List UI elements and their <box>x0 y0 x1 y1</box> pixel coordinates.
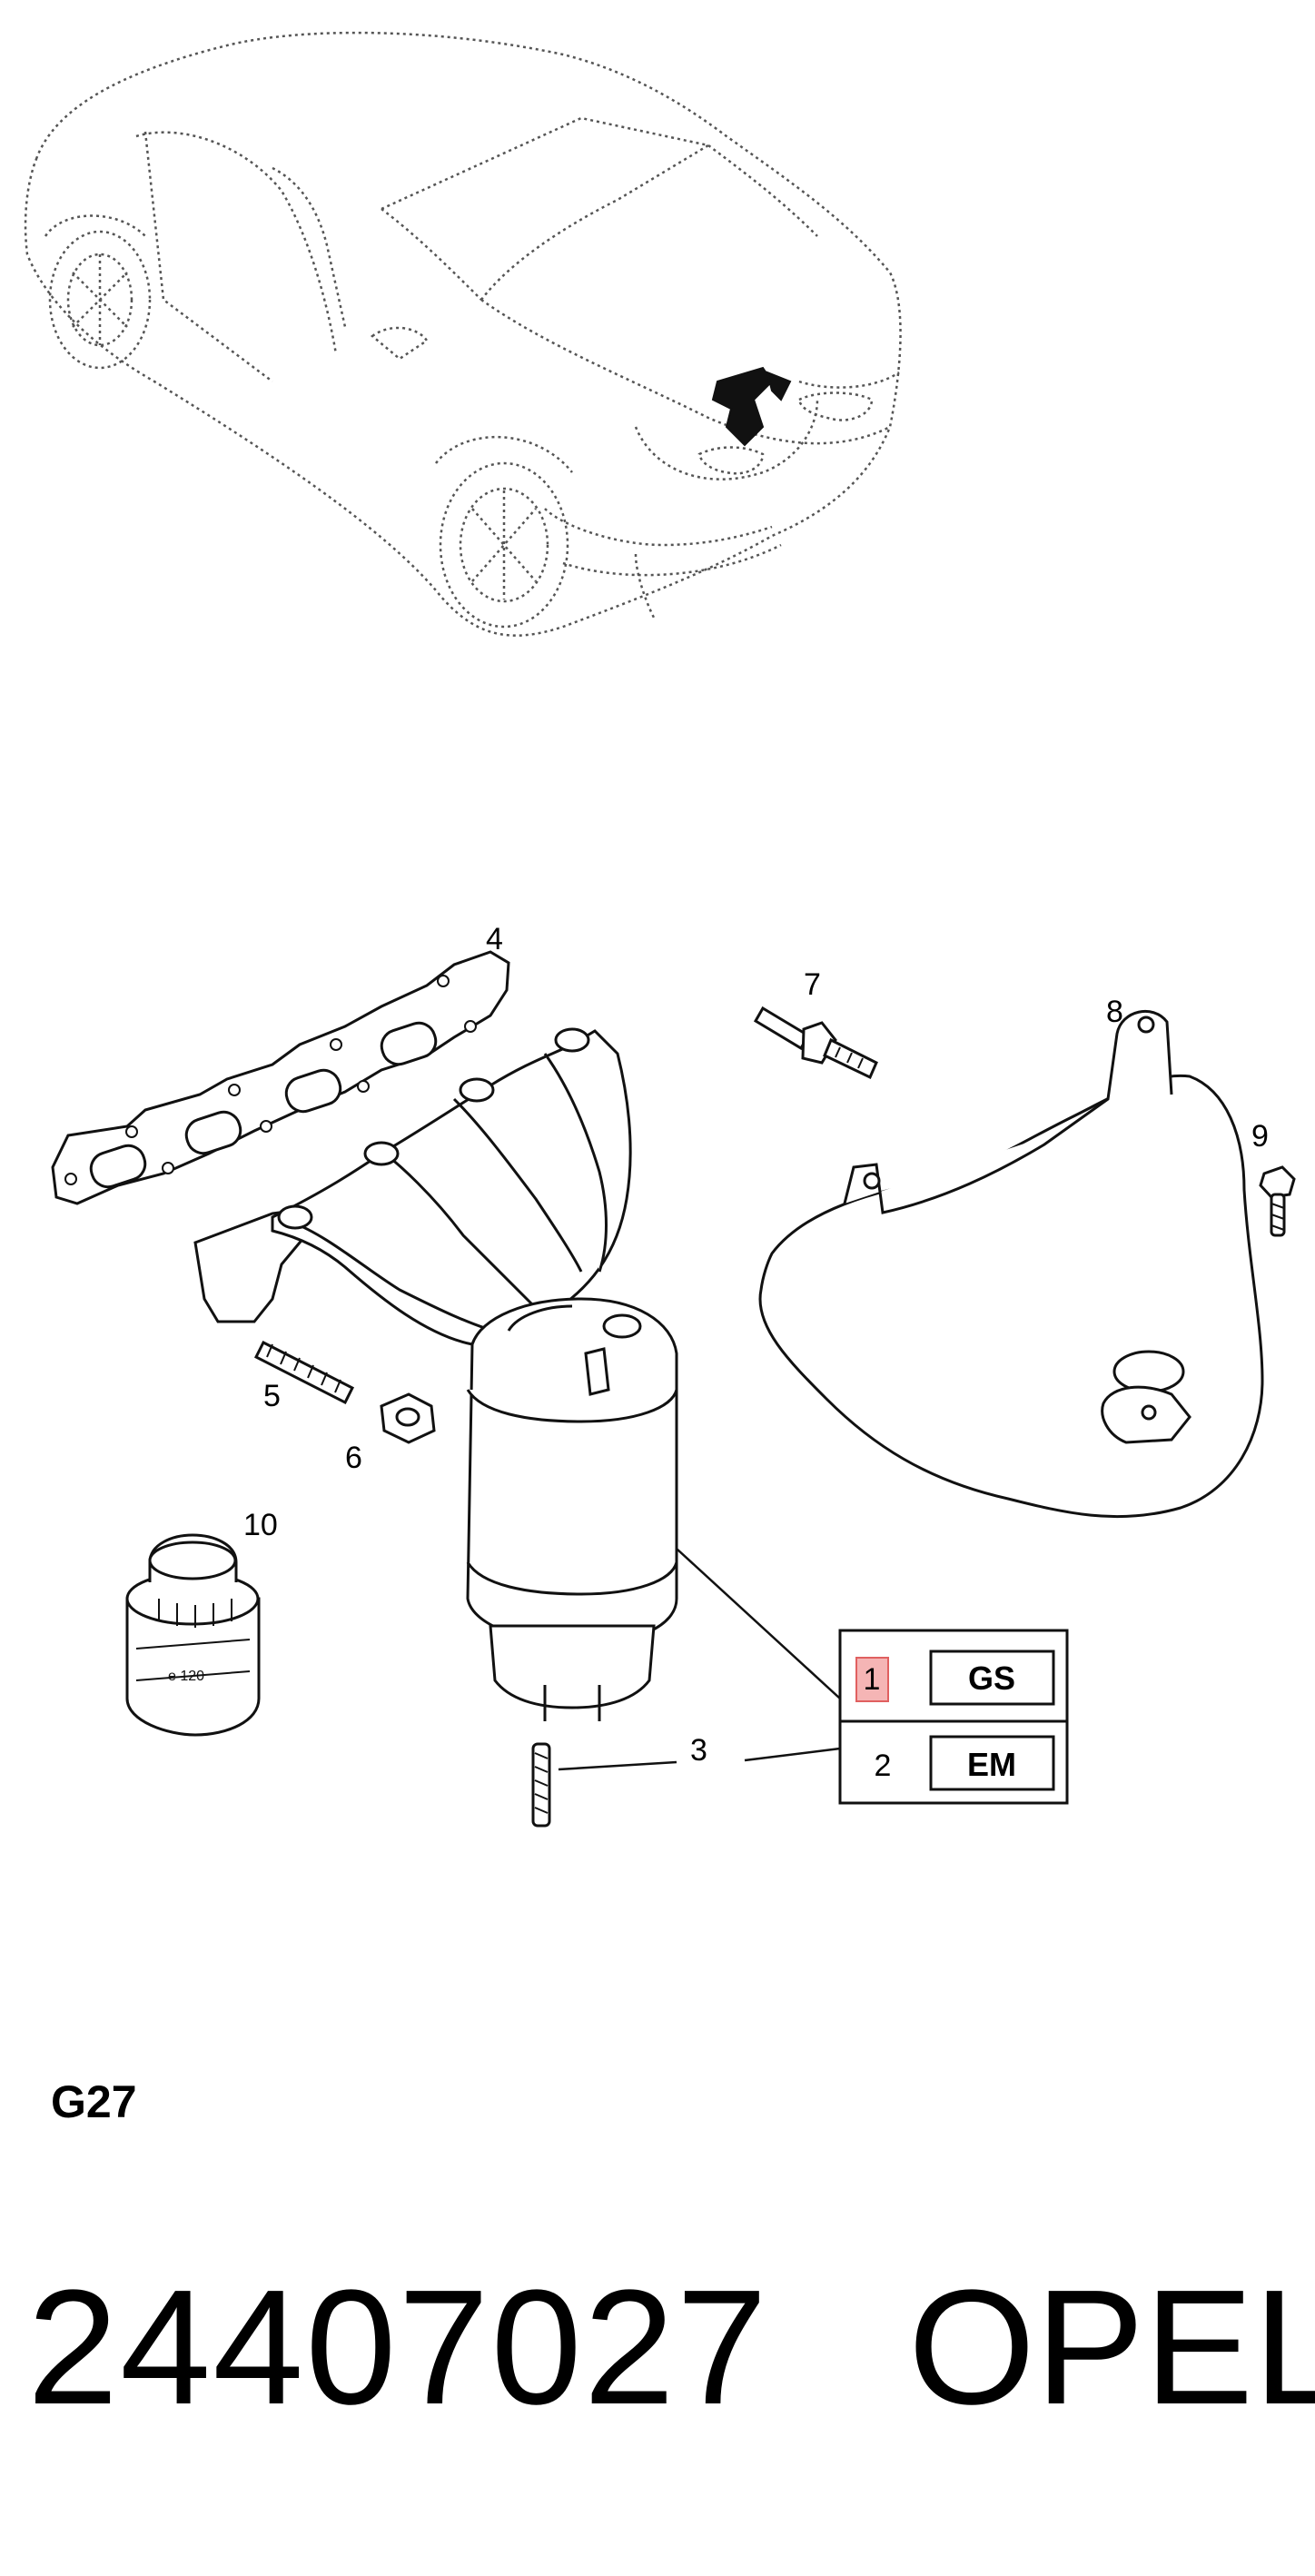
bolt-7 <box>753 1006 878 1080</box>
legend-row1-highlight <box>855 1657 889 1702</box>
callout-10: 10 <box>243 1508 278 1542</box>
heat-shield <box>758 1009 1264 1519</box>
svg-text:e 120: e 120 <box>168 1669 204 1684</box>
legend-row1-number: 1 <box>864 1662 881 1697</box>
callout-8: 8 <box>1106 995 1123 1029</box>
legend-row1-label: GS <box>968 1660 1015 1697</box>
car-illustration <box>24 31 902 637</box>
stud-5 <box>253 1340 355 1405</box>
manifold-gasket <box>51 950 510 1205</box>
compound-tube-10: e 120 <box>125 1533 261 1737</box>
diagram-code: G27 <box>51 2076 137 2127</box>
callout-5: 5 <box>263 1379 281 1413</box>
part-number: 24407027 <box>27 2256 769 2439</box>
callout-3: 3 <box>690 1733 707 1768</box>
callout-9: 9 <box>1251 1119 1269 1154</box>
exhaust-manifold <box>193 1027 678 1721</box>
legend-row2-number: 2 <box>875 1749 892 1783</box>
brand-name: OPEL <box>908 2256 1315 2439</box>
stud-3 <box>531 1742 551 1828</box>
bolt-9 <box>1259 1165 1296 1237</box>
callout-7: 7 <box>804 967 821 1002</box>
callout-6: 6 <box>345 1441 362 1475</box>
nut-6 <box>380 1392 436 1444</box>
callout-4: 4 <box>486 922 503 956</box>
car-highlight-exhaust-icon <box>711 366 792 447</box>
legend-row2-label: EM <box>967 1746 1016 1783</box>
part-legend-box <box>838 1629 1069 1805</box>
